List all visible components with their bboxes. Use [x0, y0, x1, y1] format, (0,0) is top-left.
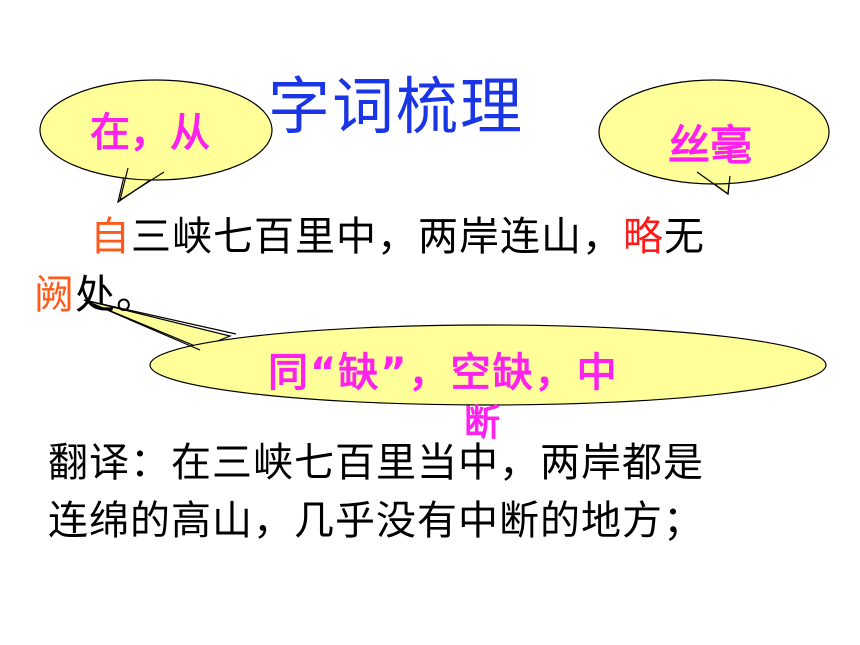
passage-line-2: 阙处。	[34, 262, 157, 320]
callout-bubble-zi-body	[39, 79, 273, 181]
passage-line-1: 自三峡七百里中，两岸连山，略无	[90, 204, 705, 262]
callout-text-zi: 在，从	[90, 110, 210, 156]
translation-line-1: 翻译：在三峡七百里当中，两岸都是	[48, 440, 704, 486]
highlight-lue: 略	[623, 214, 664, 260]
callout-text-que-line1: 同“缺”，空缺，中	[268, 350, 619, 396]
slide-title: 字词梳理	[268, 70, 525, 143]
passage-line-1-end: 无	[664, 214, 705, 260]
highlight-zi: 自	[90, 214, 131, 260]
highlight-que: 阙	[34, 272, 75, 318]
callout-text-lue: 丝毫	[668, 121, 753, 170]
callout-bubble-que-body	[149, 324, 827, 406]
translation-line-2: 连绵的高山，几乎没有中断的地方；	[48, 498, 704, 544]
callout-text-que-line2: 断	[464, 403, 501, 444]
passage-line-1-mid: 三峡七百里中，两岸连山，	[131, 214, 623, 260]
passage-line-2-end: 处。	[75, 272, 157, 318]
